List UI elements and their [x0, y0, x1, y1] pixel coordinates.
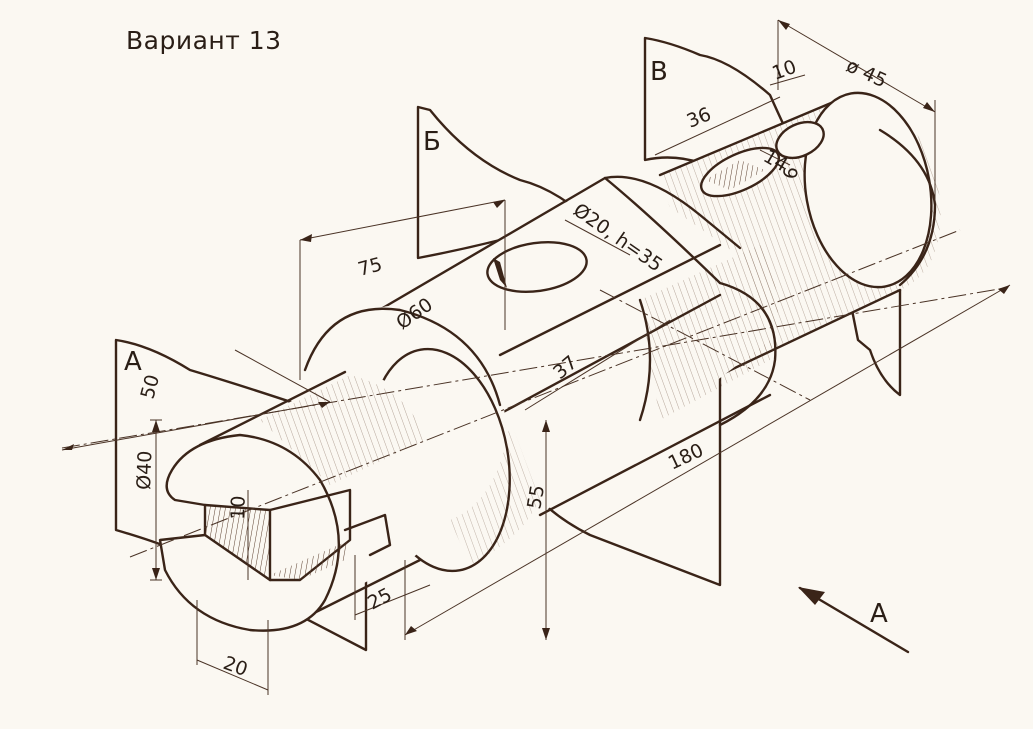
hole-20: [486, 241, 588, 293]
plane-v-label: В: [650, 57, 668, 87]
plane-a-label: А: [124, 347, 142, 377]
view-a-label: А: [870, 599, 888, 629]
dim-6: 6: [779, 165, 803, 181]
dim-10-left: 10: [227, 495, 250, 520]
dim-20: 20: [220, 652, 250, 681]
dim-d40: Ø40: [133, 450, 156, 490]
dim-10-right: 10: [769, 56, 799, 85]
plane-b-label: Б: [423, 127, 441, 157]
dim-55: 55: [523, 483, 549, 511]
dim-d45: ø 45: [843, 55, 890, 93]
middle-body: [360, 172, 770, 515]
dim-75: 75: [356, 253, 385, 281]
variant-title: Вариант 13: [126, 26, 282, 55]
